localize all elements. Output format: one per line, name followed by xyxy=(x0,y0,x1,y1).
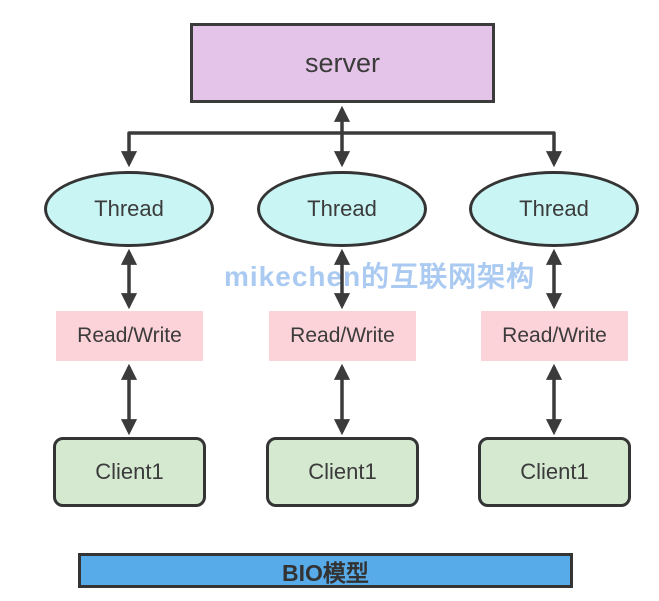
bio-model-banner: BIO模型 xyxy=(78,553,573,588)
thread-label: Thread xyxy=(94,196,164,221)
readwrite-node-2: Read/Write xyxy=(269,311,416,361)
thread-node-2: Thread xyxy=(257,171,427,247)
client-label: Client1 xyxy=(95,459,164,484)
readwrite-label: Read/Write xyxy=(502,324,607,347)
readwrite-node-3: Read/Write xyxy=(481,311,628,361)
client-node-2: Client1 xyxy=(266,437,419,507)
thread-label: Thread xyxy=(519,196,589,221)
server-label: server xyxy=(304,47,380,78)
readwrite-label: Read/Write xyxy=(77,324,182,347)
client-label: Client1 xyxy=(308,459,377,484)
client-label: Client1 xyxy=(520,459,589,484)
client-node-3: Client1 xyxy=(478,437,631,507)
banner-label: BIO模型 xyxy=(282,559,369,586)
client-node-1: Client1 xyxy=(53,437,206,507)
readwrite-label: Read/Write xyxy=(290,324,395,347)
watermark-text: mikechen的互联网架构 xyxy=(224,261,536,292)
thread-node-1: Thread xyxy=(44,171,214,247)
readwrite-node-1: Read/Write xyxy=(56,311,203,361)
thread-label: Thread xyxy=(307,196,377,221)
server-node: server xyxy=(190,23,495,103)
thread-node-3: Thread xyxy=(469,171,639,247)
fanout-branch-line xyxy=(120,131,563,168)
